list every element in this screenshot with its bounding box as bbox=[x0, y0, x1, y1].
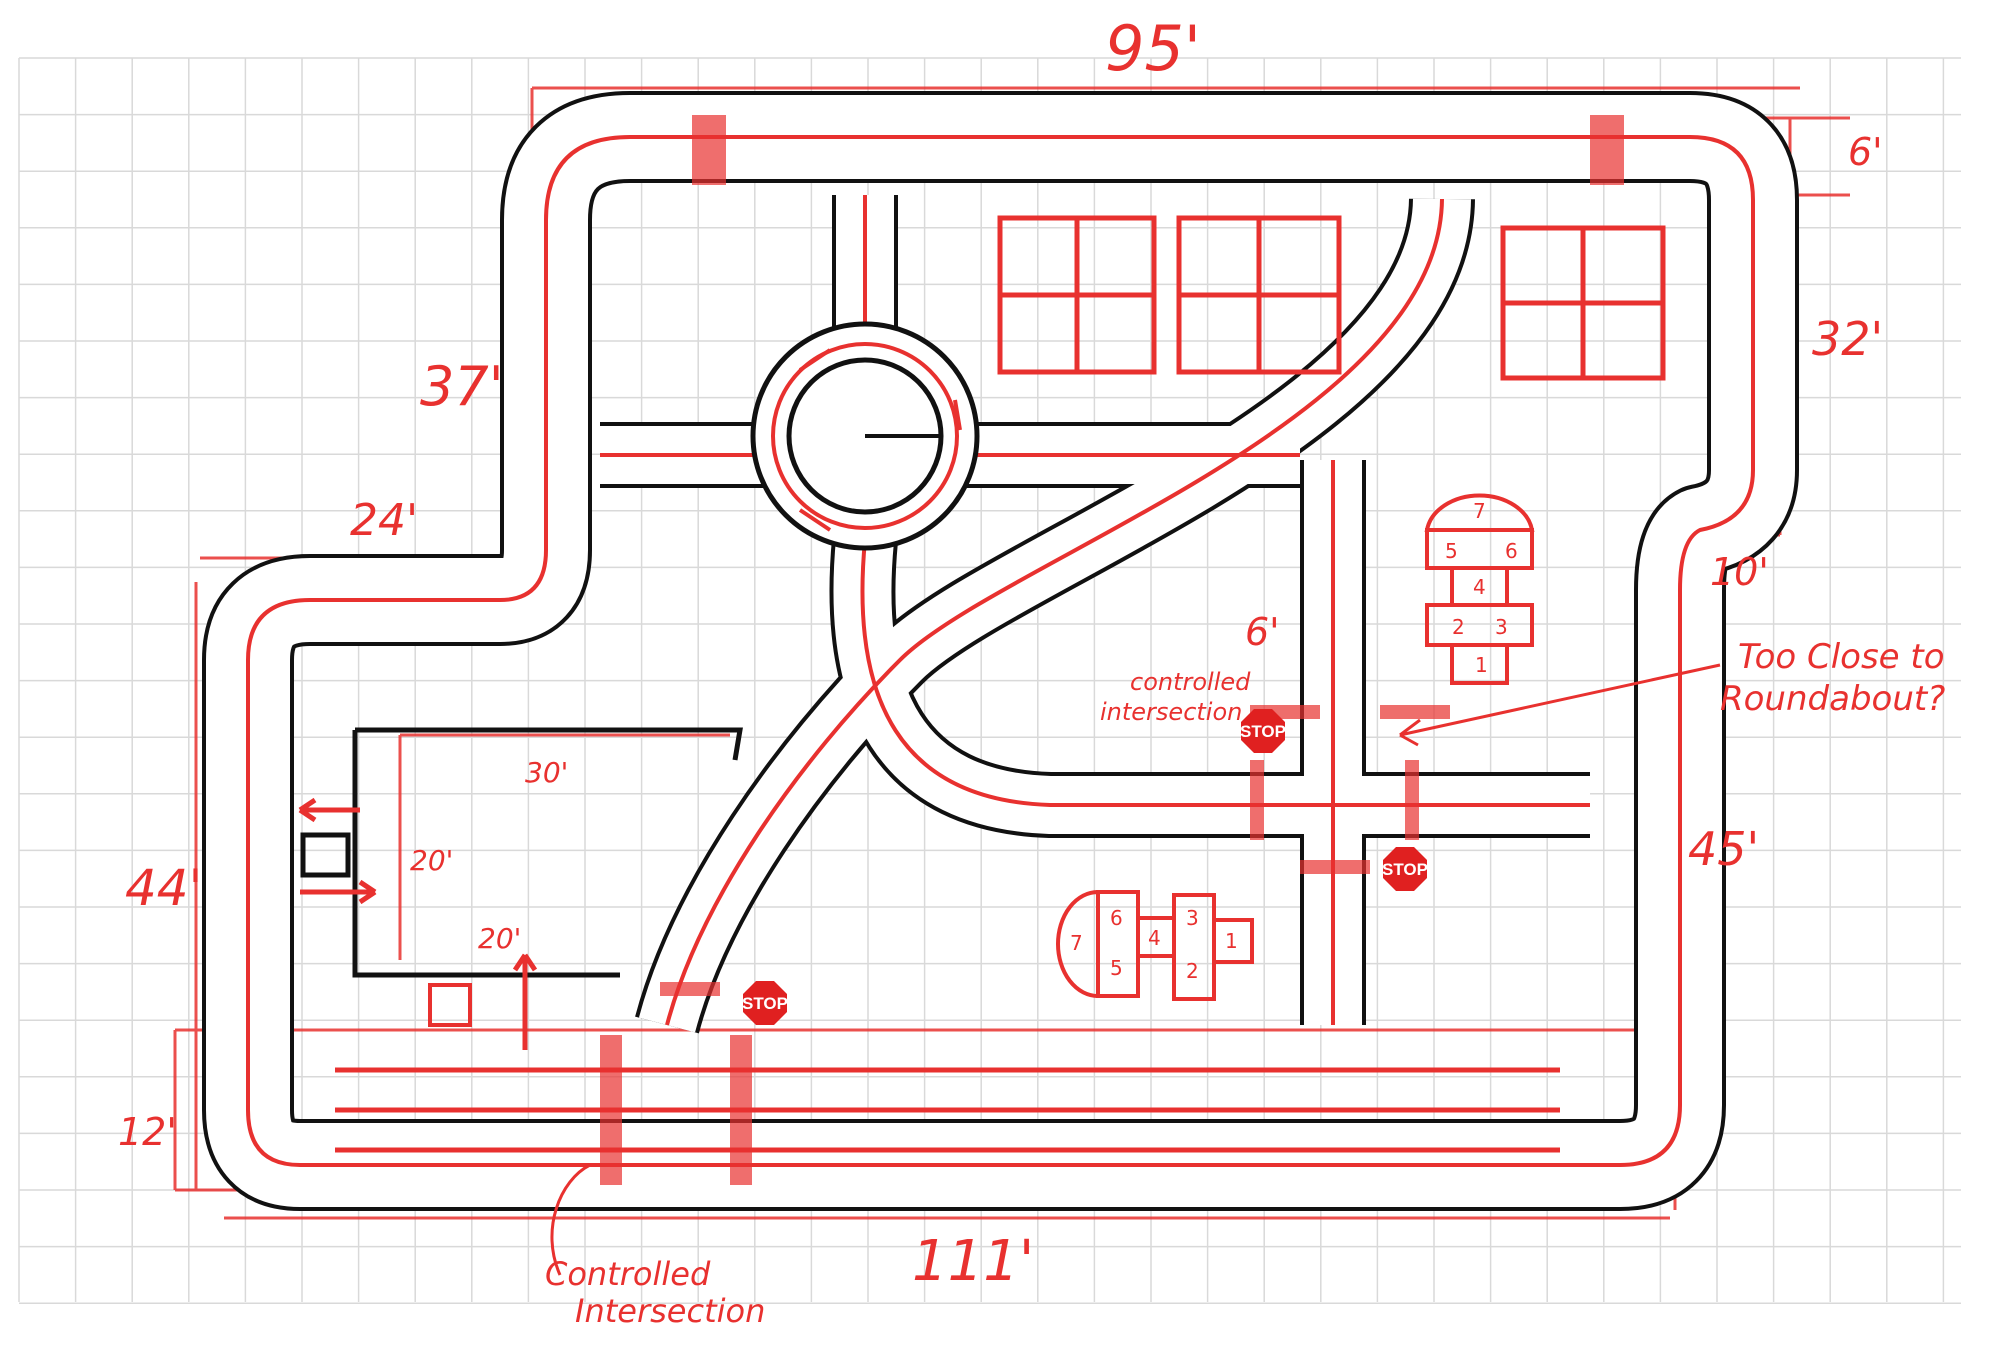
roundabout-direction-arrows bbox=[798, 348, 962, 532]
stop-sign-icon bbox=[1241, 709, 1285, 753]
dim-left-step: 24' bbox=[350, 495, 418, 546]
hop-number: 1 bbox=[1475, 653, 1488, 677]
hop-number: 7 bbox=[1473, 499, 1486, 523]
hop-number: 5 bbox=[1110, 956, 1123, 980]
hopscotch-lower-numbers: 7 5 6 4 2 3 1 bbox=[1070, 906, 1238, 983]
note-roundabout: Roundabout? bbox=[1720, 679, 1945, 719]
stop-sign: STOP bbox=[1240, 709, 1286, 753]
dim-parking-height: 20' bbox=[410, 844, 453, 877]
hop-number: 2 bbox=[1452, 615, 1465, 639]
dimension-lines bbox=[173, 86, 1850, 1220]
hop-number: 3 bbox=[1186, 906, 1199, 930]
stop-label: STOP bbox=[1240, 722, 1286, 741]
dim-left-upper: 37' bbox=[420, 355, 504, 418]
dim-right-lower: 45' bbox=[1688, 822, 1759, 876]
hop-number: 5 bbox=[1445, 539, 1458, 563]
dim-right-upper: 32' bbox=[1812, 312, 1883, 366]
buildings bbox=[997, 215, 1666, 381]
note-too-close: Too Close to bbox=[1738, 637, 1945, 677]
parking-lot bbox=[298, 727, 743, 1050]
stop-sign: STOP bbox=[742, 981, 788, 1025]
annotation-arrow-icon bbox=[1399, 663, 1721, 747]
hop-number: 3 bbox=[1495, 615, 1508, 639]
entry-up-arrow-icon bbox=[512, 953, 538, 1050]
dim-right-step: 10' bbox=[1710, 550, 1769, 594]
dim-top-width: 95' bbox=[1105, 12, 1201, 85]
entry-arrow-icon bbox=[300, 879, 377, 905]
hopscotch-upper-numbers: 7 5 6 4 2 3 1 bbox=[1445, 499, 1518, 677]
dim-bottom-road: 12' bbox=[118, 1110, 177, 1154]
exit-arrow-icon bbox=[298, 797, 360, 823]
hop-number: 4 bbox=[1473, 575, 1486, 599]
roundabout bbox=[750, 321, 980, 551]
stop-sign-icon bbox=[1383, 847, 1427, 891]
annotations: controlled intersection Too Close to Rou… bbox=[545, 637, 1945, 1330]
dimension-labels: 95' 6' 32' 37' 24' 10' 44' 12' 111' 45' … bbox=[118, 12, 1883, 1294]
stop-label: STOP bbox=[742, 994, 788, 1013]
dim-left-lower: 44' bbox=[125, 859, 202, 917]
stop-label: STOP bbox=[1382, 860, 1428, 879]
stop-sign-icon bbox=[743, 981, 787, 1025]
crosswalks bbox=[600, 115, 1624, 1185]
stop-sign: STOP bbox=[1382, 847, 1428, 891]
dim-top-road: 6' bbox=[1848, 130, 1883, 174]
hop-number: 7 bbox=[1070, 931, 1083, 955]
dim-crosswalk: 6' bbox=[1245, 610, 1280, 654]
hopscotch-lower bbox=[1056, 889, 1254, 1001]
note-intersection: intersection bbox=[1100, 698, 1242, 726]
dim-parking-width: 30' bbox=[525, 756, 568, 789]
hop-number: 1 bbox=[1225, 929, 1238, 953]
hop-number: 2 bbox=[1186, 959, 1199, 983]
dim-bottom-width: 111' bbox=[912, 1229, 1034, 1294]
hop-number: 6 bbox=[1110, 906, 1123, 930]
note-intersection-bottom: Intersection bbox=[575, 1292, 765, 1330]
dim-parking-entry: 20' bbox=[478, 922, 521, 955]
annotation-arrow-icon bbox=[550, 1163, 591, 1276]
note-controlled-bottom: Controlled bbox=[545, 1255, 711, 1293]
hop-number: 6 bbox=[1505, 539, 1518, 563]
note-controlled: controlled bbox=[1130, 668, 1251, 696]
hopscotch-upper bbox=[1424, 493, 1535, 685]
hop-number: 4 bbox=[1148, 926, 1161, 950]
perimeter-road bbox=[202, 91, 1799, 1211]
